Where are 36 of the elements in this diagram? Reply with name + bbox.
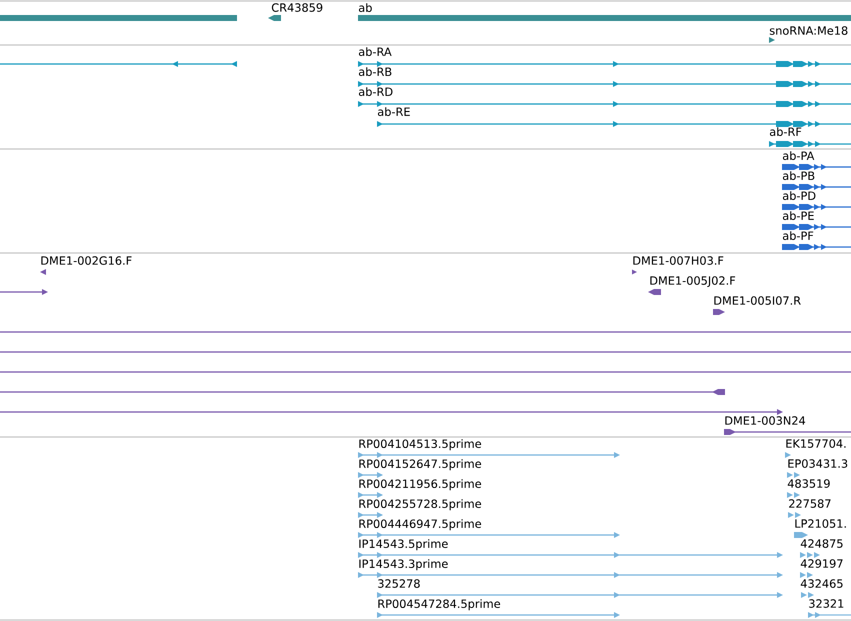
track-label: ab-RE: [378, 107, 410, 116]
track-label: 429197: [800, 559, 843, 568]
track-label: EK157704.: [786, 439, 846, 448]
track-label: ab-PA: [782, 151, 814, 160]
track-label: RP004255728.5prime: [359, 499, 482, 510]
track-label: ab-RA: [358, 47, 392, 56]
track-label: EP03431.3: [788, 459, 848, 468]
track-label: DME1-005I07.R: [714, 296, 801, 305]
track-label: 325278: [378, 579, 420, 588]
track-label: 227587: [789, 499, 831, 508]
track-label: IP14543.5prime: [359, 539, 448, 550]
track-label: IP14543.3prime: [359, 559, 448, 570]
track-label: RP004152647.5prime: [359, 459, 482, 470]
track-label: ab-PF: [782, 231, 814, 240]
track-label: 424875: [800, 539, 843, 548]
track-label: ab: [358, 3, 372, 12]
track-label: LP21051.: [795, 519, 846, 528]
track-label: ab-PD: [782, 191, 816, 200]
track-label: 432465: [800, 579, 843, 588]
track-label: ab-RB: [358, 67, 392, 76]
track-label: DME1-007H03.F: [633, 256, 724, 265]
track-label: DME1-002G16.F: [41, 256, 132, 265]
track-label: ab-PE: [782, 211, 814, 220]
track-label: DME1-005J02.F: [650, 276, 736, 287]
track-label: 32321: [809, 599, 844, 608]
track-label: ab-RF: [770, 127, 802, 136]
track-label: RP004211956.5prime: [359, 479, 482, 490]
track-label: 483519: [788, 479, 830, 488]
track-label: snoRNA:Me18: [770, 26, 848, 35]
track-label: RP004446947.5prime: [359, 519, 482, 530]
track-label: ab-PB: [782, 171, 814, 180]
track-label: RP004547284.5prime: [378, 599, 500, 610]
track-label: RP004104513.5prime: [359, 439, 482, 450]
track-label: CR43859: [272, 3, 322, 12]
track-label: ab-RD: [358, 87, 392, 96]
track-label: DME1-003N24: [725, 416, 806, 425]
